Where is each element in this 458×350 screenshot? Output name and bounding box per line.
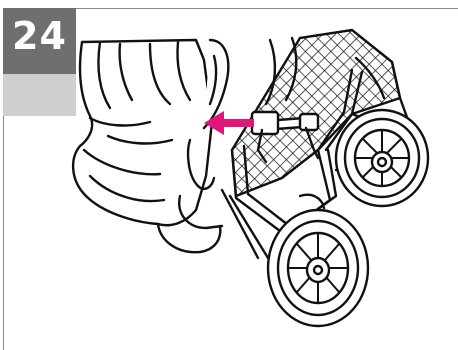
front-wheel [268, 210, 368, 326]
step-badge: 24 [3, 8, 76, 116]
step-number: 24 [3, 14, 76, 58]
seat-fabric [73, 40, 212, 225]
rear-wheel [336, 110, 428, 206]
